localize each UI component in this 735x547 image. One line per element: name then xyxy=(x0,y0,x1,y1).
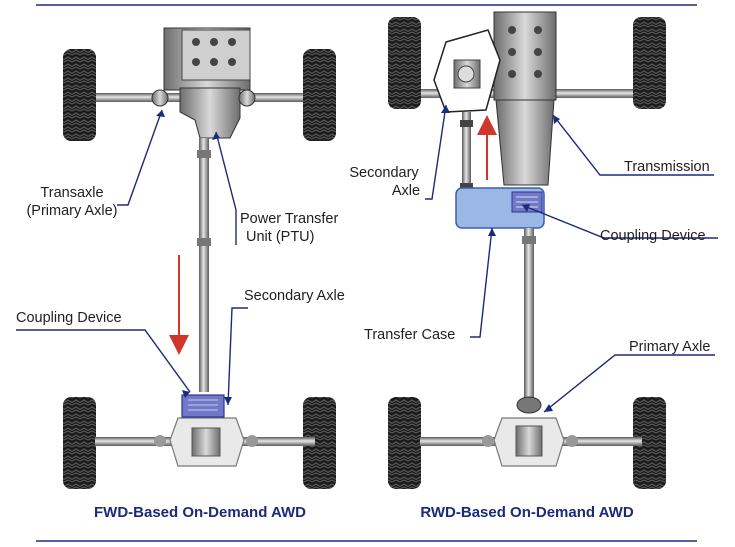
fwd-leader-lines xyxy=(16,109,248,406)
transfer-case-label: Transfer Case xyxy=(364,327,455,343)
transaxle-label-line2: (Primary Axle) xyxy=(26,203,117,219)
ptu-label-line1: Power Transfer xyxy=(240,211,338,227)
fwd-front-left-wheel xyxy=(63,49,96,141)
fwd-caption: FWD-Based On-Demand AWD xyxy=(94,504,306,521)
primary-axle-label: Primary Axle xyxy=(629,339,710,355)
fwd-rear-right-wheel xyxy=(303,397,336,489)
fwd-driveshaft xyxy=(199,138,209,392)
rwd-rear-driveshaft xyxy=(524,228,534,398)
rwd-rear-right-wheel xyxy=(633,397,666,489)
rwd-rear-left-wheel xyxy=(388,397,421,489)
rwd-front-right-wheel xyxy=(633,17,666,109)
rwd-secondary-axle-label-line1: Secondary xyxy=(349,165,419,181)
fwd-coupling-device xyxy=(181,394,225,418)
ptu-label-line2: Unit (PTU) xyxy=(246,229,314,245)
fwd-drivetrain xyxy=(63,27,336,489)
transmission-label: Transmission xyxy=(624,159,710,175)
rwd-secondary-axle-label-line2: Axle xyxy=(392,183,420,199)
rwd-transmission xyxy=(495,99,555,186)
fwd-front-right-wheel xyxy=(303,49,336,141)
rwd-coupling-device-label: Coupling Device xyxy=(600,228,706,244)
transaxle-label-line1: Transaxle xyxy=(40,185,103,201)
fwd-rear-left-wheel xyxy=(63,397,96,489)
fwd-secondary-axle-label: Secondary Axle xyxy=(244,288,345,304)
rwd-drivetrain xyxy=(388,11,666,489)
rwd-front-left-wheel xyxy=(388,17,421,109)
rwd-leader-lines xyxy=(425,104,718,413)
rwd-front-driveshaft xyxy=(462,112,471,190)
fwd-coupling-device-label: Coupling Device xyxy=(16,310,122,326)
rwd-caption: RWD-Based On-Demand AWD xyxy=(420,504,634,521)
rwd-engine xyxy=(493,11,557,101)
